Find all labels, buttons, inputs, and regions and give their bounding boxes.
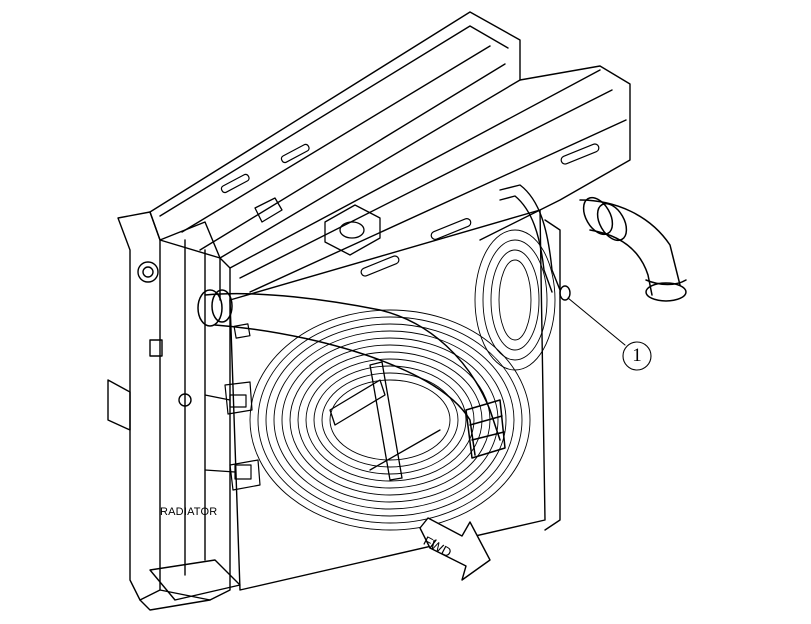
hose-clamps [204,323,252,480]
fan-bracket [329,361,441,481]
elbow-hose [579,196,687,302]
callout-1-leader [567,297,652,371]
top-plate-slots [220,143,600,277]
lower-brackets [224,381,261,491]
radiator-cap [254,197,381,256]
left-side-tank [107,211,241,611]
radiator-label: RADIATOR [160,506,218,518]
fan-rings [249,229,556,531]
callout-1-number: 1 [632,345,642,366]
vent-tube [499,184,571,301]
fan-shroud [229,209,561,591]
top-frame [149,11,631,301]
fwd-arrow [419,517,491,581]
upper-hose [197,289,506,459]
